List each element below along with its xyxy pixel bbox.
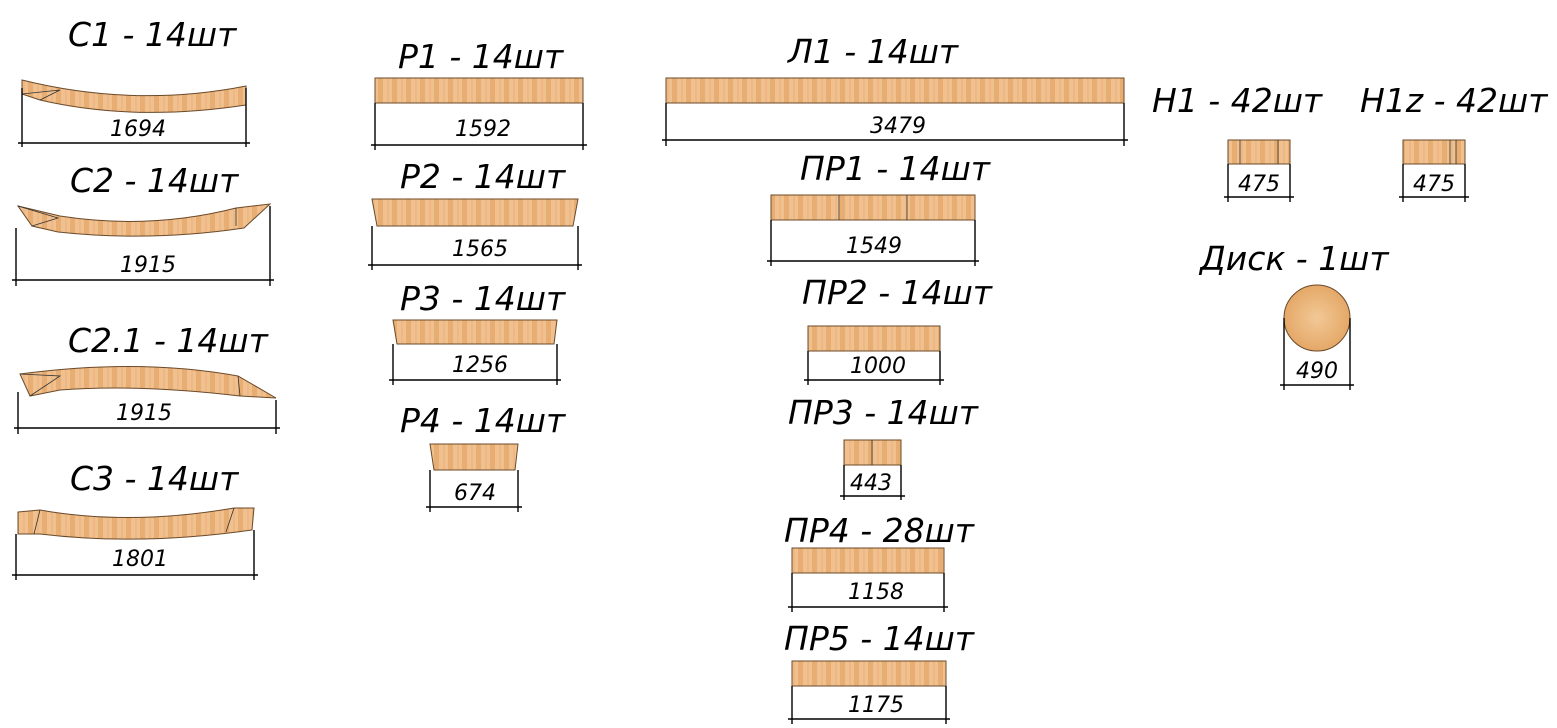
part-c3-title: С3 - 14шт [70,459,240,498]
part-c1-title: С1 - 14шт [68,15,238,54]
part-p2-dimension: 1565 [452,237,508,262]
part-c21-title: С2.1 - 14шт [68,321,270,360]
part-pr3-dimension-line [840,465,905,500]
part-h1z-dimension: 475 [1413,172,1455,197]
part-pr1-shape [770,194,976,221]
part-pr2-dimension-line [804,351,944,385]
part-pr4-shape [791,547,945,574]
part-disk: Диск - 1шт 490 [1198,239,1390,390]
part-c1-dimension-line [18,88,250,147]
part-c3-dimension-line [12,530,258,580]
part-p4-title: Р4 - 14шт [400,401,567,440]
part-h1z-title: Н1z - 42шт [1360,81,1549,120]
part-p3-dimension: 1256 [452,353,508,378]
part-l1-dimension: 3479 [870,114,926,139]
part-p3-shape [392,319,558,345]
part-l1: Л1 - 14шт 3479 [662,32,1128,146]
part-p2-shape [371,198,579,227]
part-pr1-title: ПР1 - 14шт [800,149,992,188]
part-c3-cut-mark [33,507,235,535]
part-p2-dimension-line [368,226,582,270]
part-disk-dimension-line [1280,318,1354,390]
part-pr5: ПР5 - 14шт 1175 [784,619,976,724]
part-p1: Р1 - 14шт 1592 [371,37,587,150]
part-l1-shape [665,77,1125,104]
part-c1-cut-mark [21,89,61,101]
part-h1z-dimension-line [1399,164,1469,202]
part-c1-shape [21,79,247,113]
part-pr4-title: ПР4 - 28шт [784,511,976,550]
part-p3-dimension-line [389,344,561,385]
part-h1: Н1 - 42шт 475 [1152,81,1324,202]
part-disk-shape [1283,284,1351,352]
part-h1-title: Н1 - 42шт [1152,81,1324,120]
part-p4-dimension: 674 [454,481,496,506]
part-pr1-dimension-line [767,220,979,266]
part-h1-joint-marks [1239,140,1279,164]
part-pr4-dimension: 1158 [848,580,904,605]
part-pr3: ПР3 - 14шт 443 [788,393,980,500]
part-c1-dimension: 1694 [110,117,166,142]
part-pr1-joint-marks [838,195,908,220]
part-c21-shape [19,365,277,399]
part-c21-dimension: 1915 [116,401,172,426]
part-disk-dimension: 490 [1296,359,1338,384]
part-pr2-title: ПР2 - 14шт [802,273,994,312]
part-h1-dimension: 475 [1238,172,1280,197]
part-l1-dimension-line [662,103,1128,146]
part-pr5-dimension-line [788,686,950,724]
part-pr3-shape [843,439,902,466]
part-pr5-dimension: 1175 [848,693,904,718]
part-c1: С1 - 14шт 1694 [18,15,250,147]
part-pr2-shape [807,325,941,352]
part-c21-cut-mark [19,373,241,397]
part-pr2: ПР2 - 14шт 1000 [802,273,994,385]
part-pr5-shape [791,660,947,687]
part-c3: С3 - 14шт 1801 [12,459,258,580]
part-c3-dimension: 1801 [112,547,168,572]
part-h1-shape [1227,139,1291,165]
part-pr4: ПР4 - 28шт 1158 [784,511,976,612]
part-pr4-dimension-line [788,573,948,612]
part-c2-dimension-line [12,206,274,286]
part-pr3-dimension: 443 [850,471,892,496]
part-h1z-joint-marks [1449,140,1457,164]
part-pr1: ПР1 - 14шт 1549 [767,149,992,266]
part-p1-dimension: 1592 [455,117,511,142]
part-c21: С2.1 - 14шт 1915 [14,321,280,434]
part-c2-shape [16,203,272,237]
part-pr1-dimension: 1549 [846,234,902,259]
part-h1z-shape [1402,139,1466,165]
part-c3-shape [17,507,255,540]
part-pr3-title: ПР3 - 14шт [788,393,980,432]
part-p1-dimension-line [371,103,587,150]
part-c2: С2 - 14шт 1915 [12,161,274,286]
part-p1-shape [374,77,584,104]
part-disk-title: Диск - 1шт [1198,239,1390,278]
part-p1-title: Р1 - 14шт [398,37,565,76]
part-p3: Р3 - 14шт 1256 [389,279,567,385]
part-h1z: Н1z - 42шт 475 [1360,81,1549,202]
part-pr5-title: ПР5 - 14шт [784,619,976,658]
part-p4-shape [429,443,519,471]
part-c2-dimension: 1915 [120,253,176,278]
part-p4: Р4 - 14шт 674 [400,401,567,512]
part-pr2-dimension: 1000 [850,354,906,379]
part-c21-dimension-line [14,392,280,434]
part-c2-cut-mark [17,205,237,227]
part-h1-dimension-line [1224,164,1294,202]
part-l1-title: Л1 - 14шт [787,32,960,71]
part-p2: Р2 - 14шт 1565 [368,157,582,270]
part-p2-title: Р2 - 14шт [400,157,567,196]
part-p4-dimension-line [426,470,522,512]
part-c2-title: С2 - 14шт [70,161,240,200]
part-p3-title: Р3 - 14шт [400,279,567,318]
